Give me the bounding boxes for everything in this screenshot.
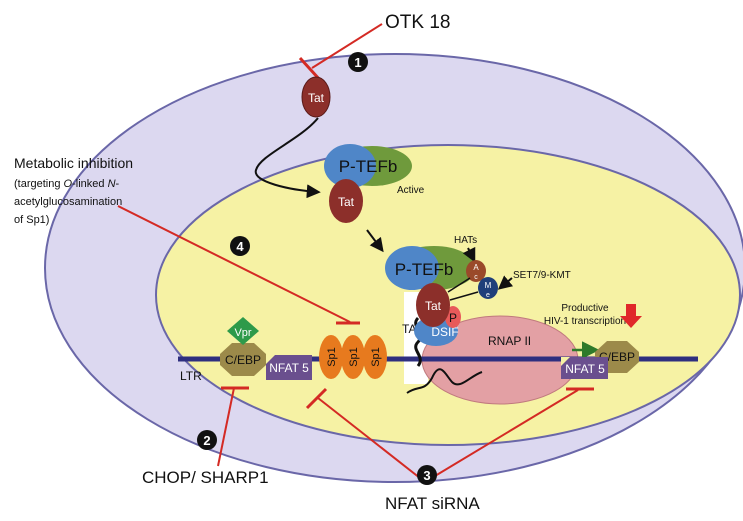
- step-3-badge: [417, 465, 437, 485]
- sp1-first-label: Sp1: [326, 347, 338, 367]
- nfat5-left-label: NFAT 5: [269, 361, 309, 375]
- ptefb-complex-label: P-TEFb: [395, 260, 454, 279]
- acetyl-c: c: [474, 274, 478, 281]
- nfat-sirna-label: NFAT siRNA: [385, 494, 480, 513]
- set7-9-kmt-label: SET7/9-KMT: [513, 270, 571, 281]
- nfat5-right-corner: [561, 357, 570, 366]
- metabolic-line1: (targeting O-linked N-: [14, 178, 120, 190]
- chop-inhibition-line: [217, 387, 235, 467]
- nfat5-right-label: NFAT 5: [565, 362, 605, 376]
- methyl-link: [449, 291, 479, 301]
- tat-complex-label: Tat: [425, 299, 442, 313]
- rna-transcript: [406, 368, 483, 394]
- tat-cytoplasm-label: Tat: [308, 91, 325, 105]
- productive-label: Productive: [561, 303, 609, 314]
- hats-label: HATs: [454, 235, 477, 246]
- nfat5-left: [266, 355, 312, 380]
- tat-complex: [416, 283, 450, 327]
- phospho-p-label: P: [449, 311, 457, 325]
- otk18-inhibition-line: [311, 23, 383, 69]
- vpr-label: Vpr: [234, 327, 251, 339]
- complex-recruit-arrow: [366, 229, 384, 253]
- sp1-second-label: Sp1: [348, 347, 360, 367]
- metabolic-inhibition-line: [117, 205, 351, 323]
- dsif-label: DSIF: [431, 325, 458, 339]
- ptefb-blue-active: [324, 144, 376, 188]
- step-3-number: 3: [423, 468, 430, 483]
- metabolic-title: Metabolic inhibition: [14, 155, 133, 171]
- nfat5-left-corner: [266, 355, 275, 364]
- otk18-label: OTK 18: [385, 12, 450, 33]
- nfat5-right: [561, 357, 608, 379]
- sp1-third: [363, 335, 387, 379]
- sirna-inhibition-line-right: [424, 389, 579, 483]
- sp1-second: [341, 335, 365, 379]
- chop-sharp1-label: CHOP/ SHARP1: [142, 468, 269, 487]
- step-1-number: 1: [354, 55, 361, 70]
- step-2-badge: [197, 430, 217, 450]
- acetyl-mark: [466, 260, 486, 282]
- metabolic-line2: acetylglucosamination: [14, 196, 122, 208]
- sirna-inhibition-bar-left: [305, 387, 328, 410]
- set7-9-kmt-arrow: [497, 275, 514, 290]
- hats-arrow: [462, 246, 476, 263]
- methyl-m: M: [485, 281, 492, 290]
- hiv-transcription-label: HIV-1 transcription: [544, 316, 626, 327]
- rnap-label: RNAP II: [488, 334, 531, 348]
- tat-active: [329, 179, 363, 223]
- step-4-number: 4: [236, 239, 244, 254]
- tat-cytoplasm: [301, 76, 331, 118]
- transcription-up-arrow: [620, 304, 642, 328]
- otk18-inhibition-bar: [298, 56, 322, 82]
- ptefb-active-label: P-TEFb: [339, 157, 398, 176]
- tat-import-arrow: [254, 117, 321, 199]
- acetyl-link: [447, 277, 471, 293]
- metabolic-line3: of Sp1): [14, 214, 49, 226]
- step-1-badge: [348, 52, 368, 72]
- step-2-number: 2: [203, 433, 210, 448]
- cebp-left-label: C/EBP: [225, 353, 261, 367]
- methyl-e: e: [486, 292, 490, 299]
- cebp-left: [220, 343, 266, 376]
- sirna-inhibition-line-left: [317, 397, 426, 483]
- ptefb-blue-complex: [385, 246, 439, 290]
- methyl-mark: [478, 277, 498, 299]
- tat-active-label: Tat: [338, 195, 355, 209]
- active-label: Active: [397, 185, 425, 196]
- vpr-diamond: [227, 317, 259, 345]
- acetyl-a: A: [473, 263, 479, 272]
- sp1-third-label: Sp1: [370, 347, 382, 367]
- sp1-first: [319, 335, 343, 379]
- ltr-label: LTR: [180, 369, 202, 383]
- step-4-badge: [230, 236, 250, 256]
